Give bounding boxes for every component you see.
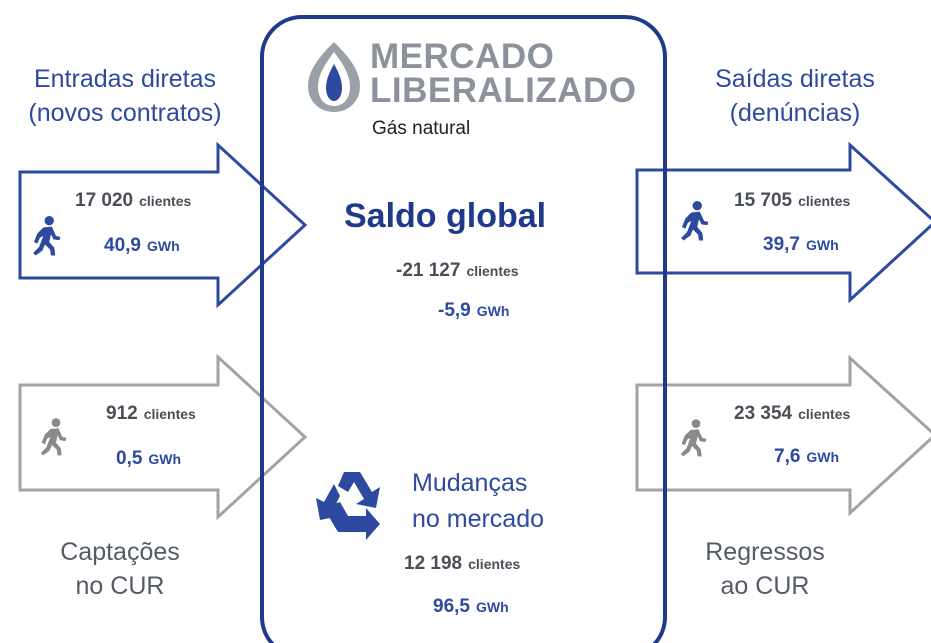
regressos-energy: 7,6 GWh [774, 446, 839, 468]
regressos-energy-value: 7,6 [774, 446, 801, 467]
captacoes-energy-unit: GWh [148, 451, 182, 467]
regressos-clients-value: 23 354 [734, 403, 793, 424]
captacoes-clients-value: 912 [106, 403, 138, 424]
recycle-icon [316, 472, 380, 540]
flame-drop-icon [308, 42, 360, 112]
walking-person-icon [681, 201, 709, 241]
saidas-energy-unit: GWh [805, 237, 839, 253]
entradas-heading: Entradas diretas (novos contratos) [0, 62, 250, 130]
saidas-title-line1: Saídas diretas [715, 65, 875, 93]
saldo-title: Saldo global [344, 197, 547, 235]
entradas-energy: 40,9 GWh [104, 235, 180, 257]
saidas-energy: 39,7 GWh [763, 234, 839, 256]
regressos-title-line1: Regressos [705, 538, 825, 566]
regressos-title-line2: ao CUR [720, 572, 810, 600]
regressos-energy-unit: GWh [806, 449, 840, 465]
mudancas-energy-unit: GWh [475, 599, 509, 615]
saidas-clients: 15 705 clientes [734, 190, 850, 212]
mudancas-energy: 96,5 GWh [433, 596, 509, 618]
logo-line1: MERCADO [370, 37, 555, 76]
saidas-clients-unit: clientes [798, 193, 851, 209]
saldo-clients: -21 127 clientes [396, 260, 519, 282]
captacoes-energy-value: 0,5 [116, 448, 143, 469]
saidas-title-line2: (denúncias) [729, 99, 861, 127]
saidas-clients-value: 15 705 [734, 190, 793, 211]
entradas-clients-value: 17 020 [75, 190, 134, 211]
arrow-regressos [635, 354, 931, 517]
captacoes-heading: Captações no CUR [30, 535, 210, 603]
mudancas-title-line2: no mercado [412, 505, 545, 533]
entradas-clients-unit: clientes [139, 193, 192, 209]
entradas-clients: 17 020 clientes [75, 190, 191, 212]
captacoes-title-line2: no CUR [75, 572, 165, 600]
captacoes-energy: 0,5 GWh [116, 448, 181, 470]
saldo-energy-value: -5,9 [438, 300, 471, 321]
saidas-heading: Saídas diretas (denúncias) [670, 62, 920, 130]
captacoes-clients: 912 clientes [106, 403, 196, 425]
saldo-clients-value: -21 127 [396, 260, 461, 281]
saldo-energy-unit: GWh [476, 303, 510, 319]
regressos-clients-unit: clientes [798, 406, 851, 422]
walking-person-icon [680, 419, 707, 457]
logo-line2: LIBERALIZADO [370, 71, 637, 110]
entradas-title-line1: Entradas diretas [33, 65, 217, 93]
saldo-clients-unit: clientes [466, 263, 519, 279]
entradas-energy-value: 40,9 [104, 235, 141, 256]
captacoes-clients-unit: clientes [143, 406, 196, 422]
arrow-saidas [635, 141, 931, 304]
mudancas-clients-value: 12 198 [404, 553, 463, 574]
mudancas-title-line1: Mudanças [412, 469, 528, 497]
saldo-energy: -5,9 GWh [438, 300, 509, 322]
walking-person-icon [33, 216, 61, 256]
captacoes-title-line1: Captações [60, 538, 180, 566]
logo-subtitle: Gás natural [372, 118, 471, 139]
mudancas-clients: 12 198 clientes [404, 553, 520, 575]
regressos-heading: Regressos ao CUR [675, 535, 855, 603]
logo-title: MERCADO LIBERALIZADO [370, 37, 637, 110]
saidas-energy-value: 39,7 [763, 234, 800, 255]
mudancas-energy-value: 96,5 [433, 596, 470, 617]
regressos-clients: 23 354 clientes [734, 403, 850, 425]
walking-person-icon [40, 418, 67, 456]
entradas-title-line2: (novos contratos) [28, 99, 222, 127]
entradas-energy-unit: GWh [146, 238, 180, 254]
center-box [260, 15, 667, 643]
mudancas-heading: Mudanças no mercado [412, 465, 544, 537]
mudancas-clients-unit: clientes [468, 556, 521, 572]
